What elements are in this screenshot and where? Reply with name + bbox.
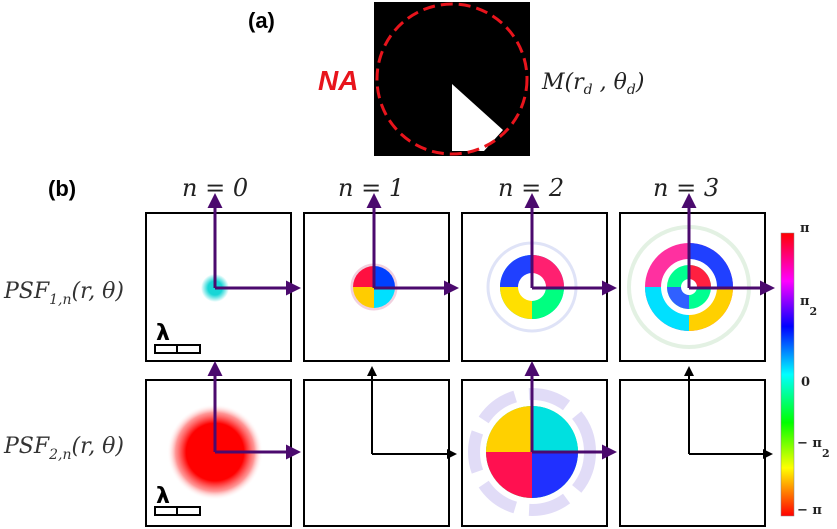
colorbar-tick-zero: 0 xyxy=(801,375,810,390)
colorbar-tick-neg-pi: − π xyxy=(797,503,822,518)
panel-a-label: (a) xyxy=(248,8,275,33)
mask-label: M(rd , θd) xyxy=(541,70,644,98)
column-header-n3: n = 3 xyxy=(653,174,719,202)
colorbar-tick-neg-pi-half: − π2 xyxy=(797,436,830,460)
row-label-psf1: PSF1,n(r, θ) xyxy=(3,279,124,308)
mask-opening xyxy=(452,84,503,151)
colorbar-tick-pi-half: π2 xyxy=(800,294,817,318)
scale-bar-label-2: λ xyxy=(156,484,170,509)
na-circle xyxy=(375,2,529,156)
na-label: NA xyxy=(318,65,358,96)
column-header-n1: n = 1 xyxy=(338,174,404,202)
scale-bar-label-1: λ xyxy=(156,321,170,346)
panel-b-label: (b) xyxy=(48,176,76,201)
colorbar-tick-pi: π xyxy=(800,221,810,236)
row-label-psf2: PSF2,n(r, θ) xyxy=(3,434,124,463)
phase-colorbar xyxy=(780,232,795,517)
